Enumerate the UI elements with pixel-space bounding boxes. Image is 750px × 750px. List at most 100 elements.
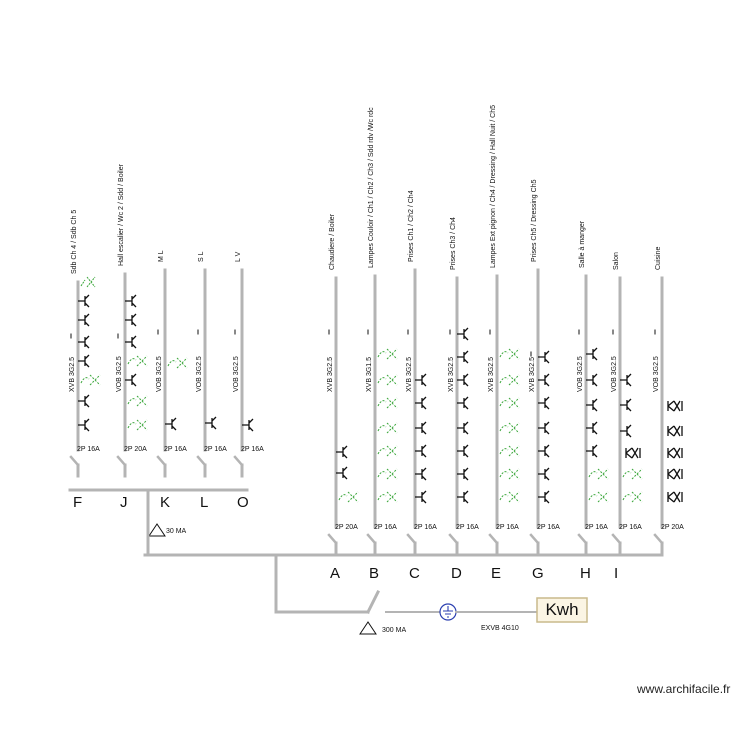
lamp-switch-symbol (127, 355, 148, 367)
lamp-switch-symbol (622, 491, 643, 503)
socket-symbol (78, 313, 90, 327)
breaker-rating: 2P 16A (585, 524, 608, 531)
socket-symbol (78, 294, 90, 308)
lamp-switch-symbol (377, 374, 398, 386)
socket-symbol (586, 347, 598, 361)
breaker-rating: 2P 20A (124, 446, 147, 453)
circuit-letter-o: O (237, 494, 249, 511)
circuit-letter-c: C (409, 565, 420, 582)
socket-symbol (457, 421, 469, 435)
breaker-rating: 2P 16A (496, 524, 519, 531)
circuit-description: Cuisine (655, 247, 662, 270)
socket-symbol (125, 373, 137, 387)
circuit-description: Lampes Couloir / Ch1 / Ch2 / Ch3 / Sdd r… (368, 107, 375, 268)
differential-30ma-label: 30 MA (166, 528, 187, 535)
circuit-letter-g: G (532, 565, 544, 582)
socket-symbol (78, 335, 90, 349)
double-socket-symbol (667, 468, 683, 480)
lamp-switch-symbol (377, 445, 398, 457)
breaker-rating: 2P 16A (164, 446, 187, 453)
double-socket-symbol (625, 447, 641, 459)
circuit-description: Salle à manger (579, 220, 586, 268)
socket-symbol (78, 418, 90, 432)
circuit-description: Prises Ch5 / Dressing Ch5 (531, 179, 538, 262)
cable-spec: XVB 3G2.5 (448, 357, 455, 392)
socket-symbol (586, 398, 598, 412)
circuit-letter-k: K (160, 494, 170, 511)
cable-spec: VOB 3G2.5 (653, 356, 660, 392)
breaker-rating: 2P 16A (204, 446, 227, 453)
circuit-description: M L (158, 250, 165, 262)
circuit-description: Lampes Ext pignon / Ch4 / Dressing / Hal… (490, 105, 497, 268)
socket-symbol (125, 313, 137, 327)
breaker-rating: 2P 16A (414, 524, 437, 531)
socket-symbol (415, 444, 427, 458)
lamp-switch-symbol (377, 422, 398, 434)
socket-symbol (78, 394, 90, 408)
double-socket-symbol (667, 400, 683, 412)
cable-spec: VOB 3G2.5 (577, 356, 584, 392)
socket-symbol (457, 490, 469, 504)
lamp-switch-symbol (588, 491, 609, 503)
circuit-letter-d: D (451, 565, 462, 582)
socket-symbol (620, 373, 632, 387)
socket-symbol (586, 444, 598, 458)
socket-symbol (242, 418, 254, 432)
lamp-switch-symbol (499, 422, 520, 434)
lamp-switch-symbol (377, 468, 398, 480)
socket-symbol (538, 396, 550, 410)
lamp-switch-symbol (588, 468, 609, 480)
earth-icon (443, 606, 453, 618)
circuit-letter-b: B (369, 565, 379, 582)
socket-symbol (415, 421, 427, 435)
socket-symbol (620, 398, 632, 412)
circuit-letter-h: H (580, 565, 591, 582)
circuit-description: Hall escalier / Wc 2 / Sdd / Boiler (118, 163, 125, 266)
double-socket-symbol (667, 491, 683, 503)
circuit-letter-l: L (200, 494, 208, 511)
circuit-description: Salon (613, 252, 620, 270)
double-socket-symbol (667, 425, 683, 437)
watermark: www.archifacile.fr (637, 682, 731, 696)
lamp-switch-symbol (127, 395, 148, 407)
breaker-rating: 2P 16A (456, 524, 479, 531)
lamp-switch-symbol (499, 374, 520, 386)
socket-symbol (620, 424, 632, 438)
cable-spec: XVB 3G2.5 (327, 357, 334, 392)
breaker-rating: 2P 20A (661, 524, 684, 531)
socket-symbol (586, 373, 598, 387)
energy-meter-box (536, 597, 588, 623)
lamp-switch-symbol (80, 276, 96, 288)
circuit-letter-i: I (614, 565, 618, 582)
socket-symbol (336, 466, 348, 480)
breaker-rating: 2P 20A (335, 524, 358, 531)
lamp-switch-symbol (499, 348, 520, 360)
socket-symbol (538, 421, 550, 435)
breaker-rating: 2P 16A (537, 524, 560, 531)
lamp-switch-symbol (80, 374, 101, 386)
breaker-rating: 2P 16A (374, 524, 397, 531)
circuit-letter-e: E (491, 565, 501, 582)
lamp-switch-symbol (622, 468, 643, 480)
socket-symbol (125, 335, 137, 349)
lamp-switch-symbol (377, 348, 398, 360)
socket-symbol (538, 444, 550, 458)
main-switch (365, 589, 381, 615)
differential-300ma-symbol (359, 621, 377, 635)
lamp-switch-symbol (167, 357, 188, 369)
socket-symbol (586, 421, 598, 435)
circuit-letter-f: F (73, 494, 82, 511)
socket-symbol (125, 294, 137, 308)
cable-spec: XVB 3G2.5 (529, 357, 536, 392)
cable-spec: XVB 3G2.5 (406, 357, 413, 392)
cable-spec: VOB 3G2.5 (116, 356, 123, 392)
cable-spec: XVB 3G1.5 (366, 357, 373, 392)
circuit-description: Prises Ch1 / Ch2 / Ch4 (408, 190, 415, 262)
socket-symbol (457, 373, 469, 387)
socket-symbol (538, 490, 550, 504)
circuit-description: L V (235, 251, 242, 262)
main-cable-spec: EXVB 4G10 (481, 625, 519, 632)
lamp-switch-symbol (499, 491, 520, 503)
socket-symbol (78, 354, 90, 368)
